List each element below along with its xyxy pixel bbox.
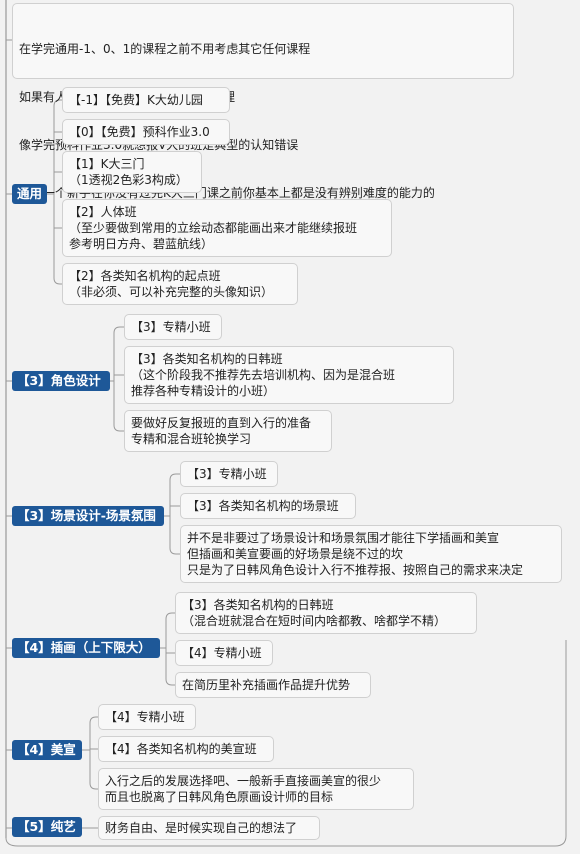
- topic-node[interactable]: 【3】专精小班: [180, 461, 278, 487]
- branch-connector: [169, 547, 180, 555]
- intro-line: 在学完通用-1、0、1的课程之前不用考虑其它任何课程: [19, 42, 311, 56]
- branch-connector: [89, 782, 98, 790]
- topic-node[interactable]: 要做好反复报班的直到入行的准备 专精和混合班轮换学习: [124, 410, 332, 452]
- topic-node[interactable]: 【4】各类知名机构的美宣班: [98, 736, 274, 762]
- topic-node[interactable]: 【4】专精小班: [98, 704, 196, 730]
- topic-node[interactable]: 【1】K大三门 （1透视2色彩3构成）: [62, 151, 202, 193]
- topic-node[interactable]: 财务自由、是时候实现自己的想法了: [98, 816, 320, 840]
- category-fine-art[interactable]: 【5】纯艺: [12, 817, 82, 837]
- category-scene-design[interactable]: 【3】场景设计-场景氛围: [12, 506, 164, 526]
- topic-node[interactable]: 【0】【免费】预科作业3.0: [62, 119, 230, 145]
- topic-node[interactable]: 【3】各类知名机构的日韩班 （这个阶段我不推荐先去培训机构、因为是混合班 推荐各…: [124, 346, 454, 404]
- topic-node[interactable]: 【3】专精小班: [124, 314, 222, 340]
- intro-note: 在学完通用-1、0、1的课程之前不用考虑其它任何课程 如果有人推荐你课程一律把它…: [12, 3, 514, 200]
- branch-connector: [169, 473, 180, 481]
- branch-connector: [113, 326, 124, 334]
- topic-node[interactable]: 【3】各类知名机构的场景班: [180, 493, 356, 519]
- branch-connector: [89, 716, 98, 724]
- branch-connector: [165, 678, 175, 686]
- category-character-design[interactable]: 【3】角色设计: [12, 371, 110, 391]
- category-general[interactable]: 通用: [12, 184, 47, 204]
- branch-connector: [53, 277, 62, 285]
- topic-node[interactable]: 【2】人体班 （至少要做到常用的立绘动态都能画出来才能继续报班 参考明日方舟、碧…: [62, 199, 392, 257]
- topic-node[interactable]: 【-1】【免费】K大幼儿园: [62, 87, 230, 113]
- topic-node[interactable]: 【3】各类知名机构的日韩班 （混合班就混合在短时间内啥都教、啥都学不精）: [175, 592, 477, 634]
- topic-node[interactable]: 在简历里补充插画作品提升优势: [175, 672, 371, 698]
- topic-node[interactable]: 【2】各类知名机构的起点班 （非必须、可以补充完整的头像知识）: [62, 263, 298, 305]
- category-illustration[interactable]: 【4】插画（上下限大）: [12, 638, 160, 658]
- branch-connector: [165, 612, 175, 620]
- category-promo-art[interactable]: 【4】美宣: [12, 740, 82, 760]
- topic-node[interactable]: 【4】专精小班: [175, 640, 273, 666]
- topic-node[interactable]: 入行之后的发展选择吧、一般新手直接画美宣的很少 而且也脱离了日韩风角色原画设计师…: [98, 768, 414, 810]
- branch-connector: [113, 424, 124, 432]
- topic-node[interactable]: 并不是非要过了场景设计和场景氛围才能往下学插画和美宣 但插画和美宣要画的好场景是…: [180, 525, 562, 583]
